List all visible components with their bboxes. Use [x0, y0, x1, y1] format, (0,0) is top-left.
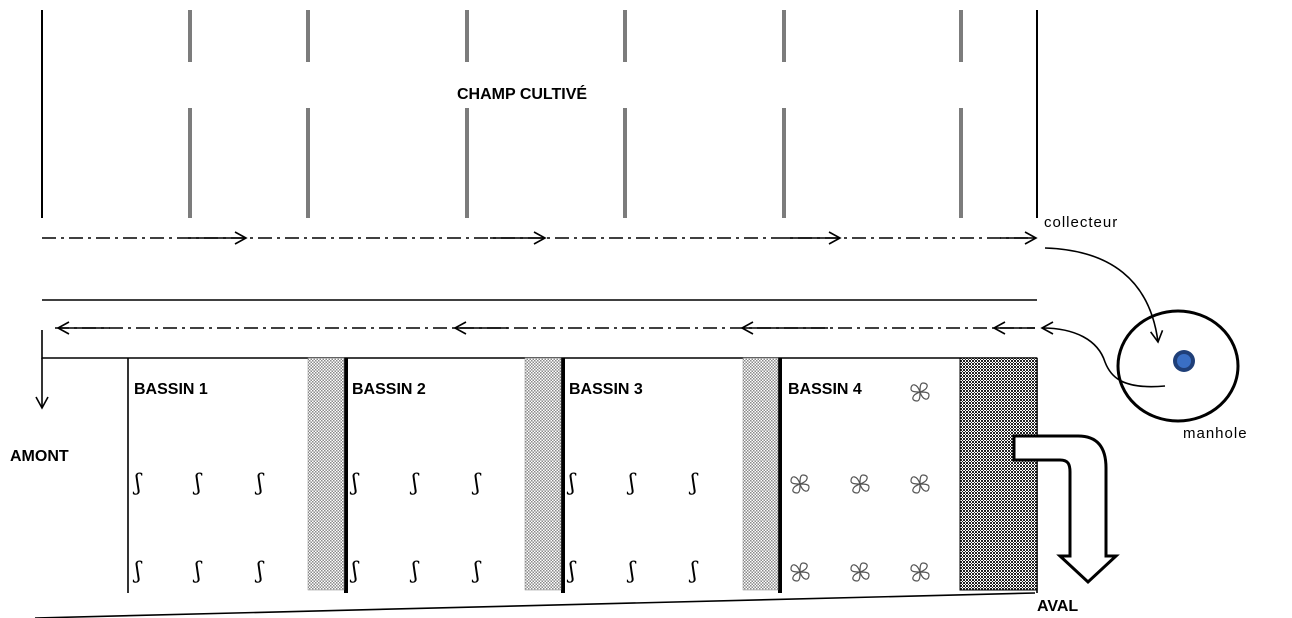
filter-strips — [307, 357, 1038, 591]
collector-label: collecteur — [1044, 214, 1119, 231]
plant-icon: ʃ — [409, 559, 420, 584]
return-line — [35, 321, 1037, 410]
plant-icon: ʃ — [409, 471, 420, 496]
plant-icon: ʃ — [349, 559, 360, 584]
flower-plant-icon — [850, 474, 870, 494]
upstream-label: AMONT — [10, 448, 69, 465]
outlet-arrow — [1012, 434, 1120, 585]
plant-icon: ʃ — [254, 471, 265, 496]
flower-plant-icon — [790, 562, 810, 582]
basin-plants: ʃ ʃ ʃ ʃ ʃ ʃ ʃ ʃ ʃ ʃ ʃ ʃ ʃ ʃ ʃ ʃ ʃ ʃ — [132, 382, 930, 584]
basin-4-label: BASSIN 4 — [788, 381, 862, 398]
flower-plant-icon — [910, 474, 930, 494]
basin-3-label: BASSIN 3 — [569, 381, 643, 398]
plant-icon: ʃ — [132, 471, 143, 496]
flower-plant-icon — [910, 562, 930, 582]
ground-line — [34, 592, 1036, 618]
plant-icon: ʃ — [626, 471, 637, 496]
manhole — [1116, 309, 1240, 423]
flower-plant-icon — [790, 474, 810, 494]
collector-to-manhole-curve — [1044, 247, 1164, 344]
plant-icon: ʃ — [349, 471, 360, 496]
basin-2-label: BASSIN 2 — [352, 381, 426, 398]
flower-plant-icon — [910, 382, 930, 402]
plant-icon: ʃ — [192, 559, 203, 584]
manhole-return-curve — [1040, 321, 1166, 388]
plant-icon: ʃ — [626, 559, 637, 584]
plant-icon: ʃ — [471, 559, 482, 584]
field-rows — [41, 10, 1038, 218]
plant-icon: ʃ — [192, 471, 203, 496]
manhole-label: manhole — [1183, 425, 1248, 442]
plant-icon: ʃ — [132, 559, 143, 584]
plant-icon: ʃ — [688, 471, 699, 496]
downstream-label: AVAL — [1037, 598, 1079, 615]
basin-1-label: BASSIN 1 — [134, 381, 208, 398]
field-label: CHAMP CULTIVÉ — [457, 86, 588, 103]
final-filter — [959, 357, 1038, 591]
flower-plant-icon — [850, 562, 870, 582]
plant-icon: ʃ — [688, 559, 699, 584]
plant-icon: ʃ — [566, 559, 577, 584]
plant-icon: ʃ — [254, 559, 265, 584]
plant-icon: ʃ — [471, 471, 482, 496]
plant-icon: ʃ — [566, 471, 577, 496]
